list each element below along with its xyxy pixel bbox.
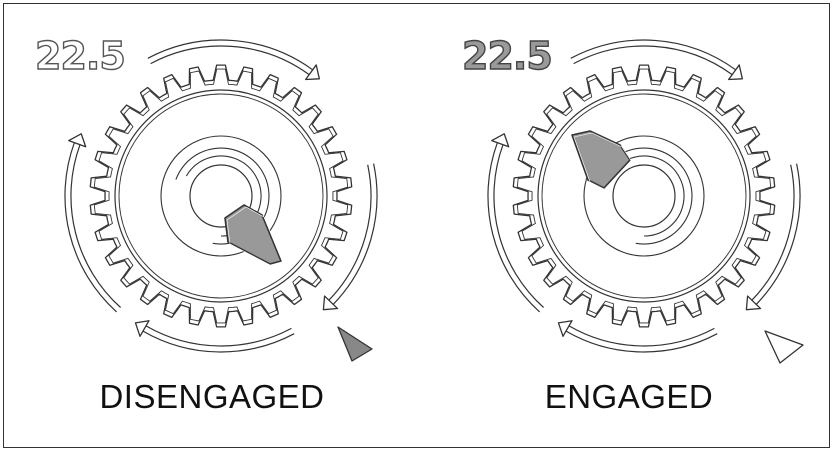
arrow-top-engaged-inner <box>573 45 733 76</box>
arrow-right-disengaged-head <box>322 295 339 311</box>
arrow-right-engaged-inner <box>751 164 795 301</box>
lever-disengaged <box>224 204 282 265</box>
arrow-left-engaged-inner <box>493 144 545 308</box>
arrow-bottom-disengaged-head <box>134 320 150 337</box>
pointer-engaged <box>764 330 804 364</box>
arrow-left-engaged-head <box>491 133 510 148</box>
arrow-left-engaged-outer <box>487 142 541 313</box>
hub-outer-engaged <box>583 135 705 257</box>
ring-inner-disengaged <box>118 93 324 299</box>
ring-inner-engaged <box>541 93 747 299</box>
arrow-left-disengaged-head <box>68 133 87 148</box>
lever-engaged <box>571 130 631 189</box>
hub-outer-disengaged <box>160 135 282 257</box>
badge-disengaged: 22.5 <box>34 33 126 78</box>
arrow-top-engaged-head <box>727 64 743 81</box>
label-engaged: ENGAGED <box>544 378 714 415</box>
badge-engaged: 22.5 <box>461 33 553 78</box>
arrow-bottom-engaged-inner <box>568 325 715 347</box>
arrow-top-disengaged-head <box>304 64 320 81</box>
arrow-right-disengaged-inner <box>328 164 372 301</box>
panel-engaged <box>487 39 804 364</box>
axle-engaged <box>612 164 676 228</box>
arrow-bottom-disengaged-outer <box>142 330 295 353</box>
arrow-top-engaged-outer <box>570 39 737 71</box>
gear-inner-disengaged <box>93 68 349 324</box>
arrow-left-disengaged-outer <box>64 142 118 313</box>
arrow-right-engaged-head <box>745 295 762 311</box>
arrow-top-disengaged-inner <box>150 45 310 76</box>
ring-disengaged <box>114 89 328 303</box>
gear-inner-engaged <box>516 68 772 324</box>
arrow-right-engaged-outer <box>755 163 801 305</box>
lever-highlight-disengaged <box>226 206 284 267</box>
label-disengaged: DISENGAGED <box>99 378 325 415</box>
arrow-bottom-engaged-outer <box>565 330 718 353</box>
arrow-bottom-disengaged-inner <box>145 325 292 347</box>
ring-engaged <box>537 89 751 303</box>
arrow-left-disengaged-inner <box>70 144 122 308</box>
panel-disengaged <box>64 39 378 362</box>
arrow-bottom-engaged-head <box>557 320 573 337</box>
arrow-right-disengaged-outer <box>332 163 378 305</box>
pointer-disengaged <box>337 326 373 362</box>
lever-highlight-engaged <box>573 132 633 191</box>
arrow-top-disengaged-outer <box>147 39 314 71</box>
